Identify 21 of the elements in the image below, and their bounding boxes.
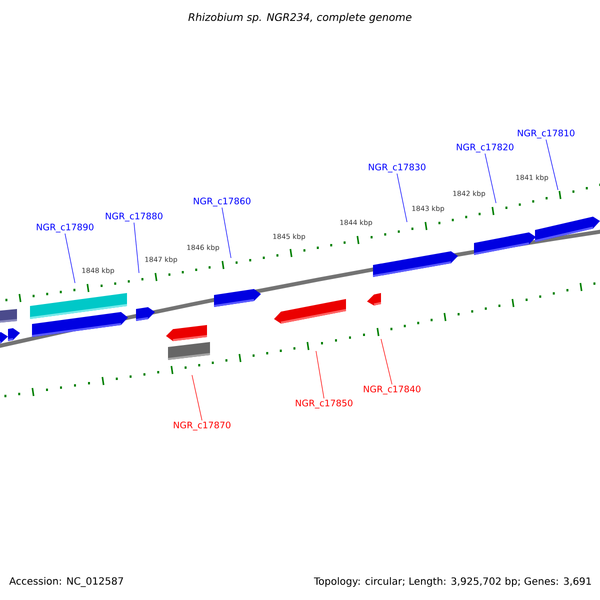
genome-info-text: Topology: circular; Length: 3,925,702 bp; Genes: 3,691	[314, 577, 591, 587]
leader-line	[484, 153, 496, 204]
gene-label: NGR_c17810	[518, 130, 574, 138]
gene-label: NGR_c17890	[36, 224, 94, 232]
gene-label: NGR_c17840	[364, 386, 420, 394]
leader-line	[64, 233, 76, 284]
gene-label: NGR_c17830	[368, 164, 426, 172]
gene-label: NGR_c17870	[174, 422, 230, 430]
gene-label: NGR_c17860	[194, 198, 250, 206]
leader-line	[134, 222, 140, 274]
leader-line	[316, 350, 324, 399]
accession-text: Accession: NC_012587	[9, 577, 124, 587]
leader-line	[222, 207, 232, 258]
gene-label: NGR_c17850	[296, 400, 352, 408]
title: Rhizobium sp. NGR234, complete genome	[188, 12, 412, 24]
leader-line	[396, 173, 408, 222]
leader-line	[546, 139, 558, 190]
gene-label: NGR_c17820	[456, 144, 514, 152]
gene-label: NGR_c17880	[106, 212, 162, 222]
leader-line	[380, 338, 392, 385]
leader-line	[192, 374, 202, 421]
